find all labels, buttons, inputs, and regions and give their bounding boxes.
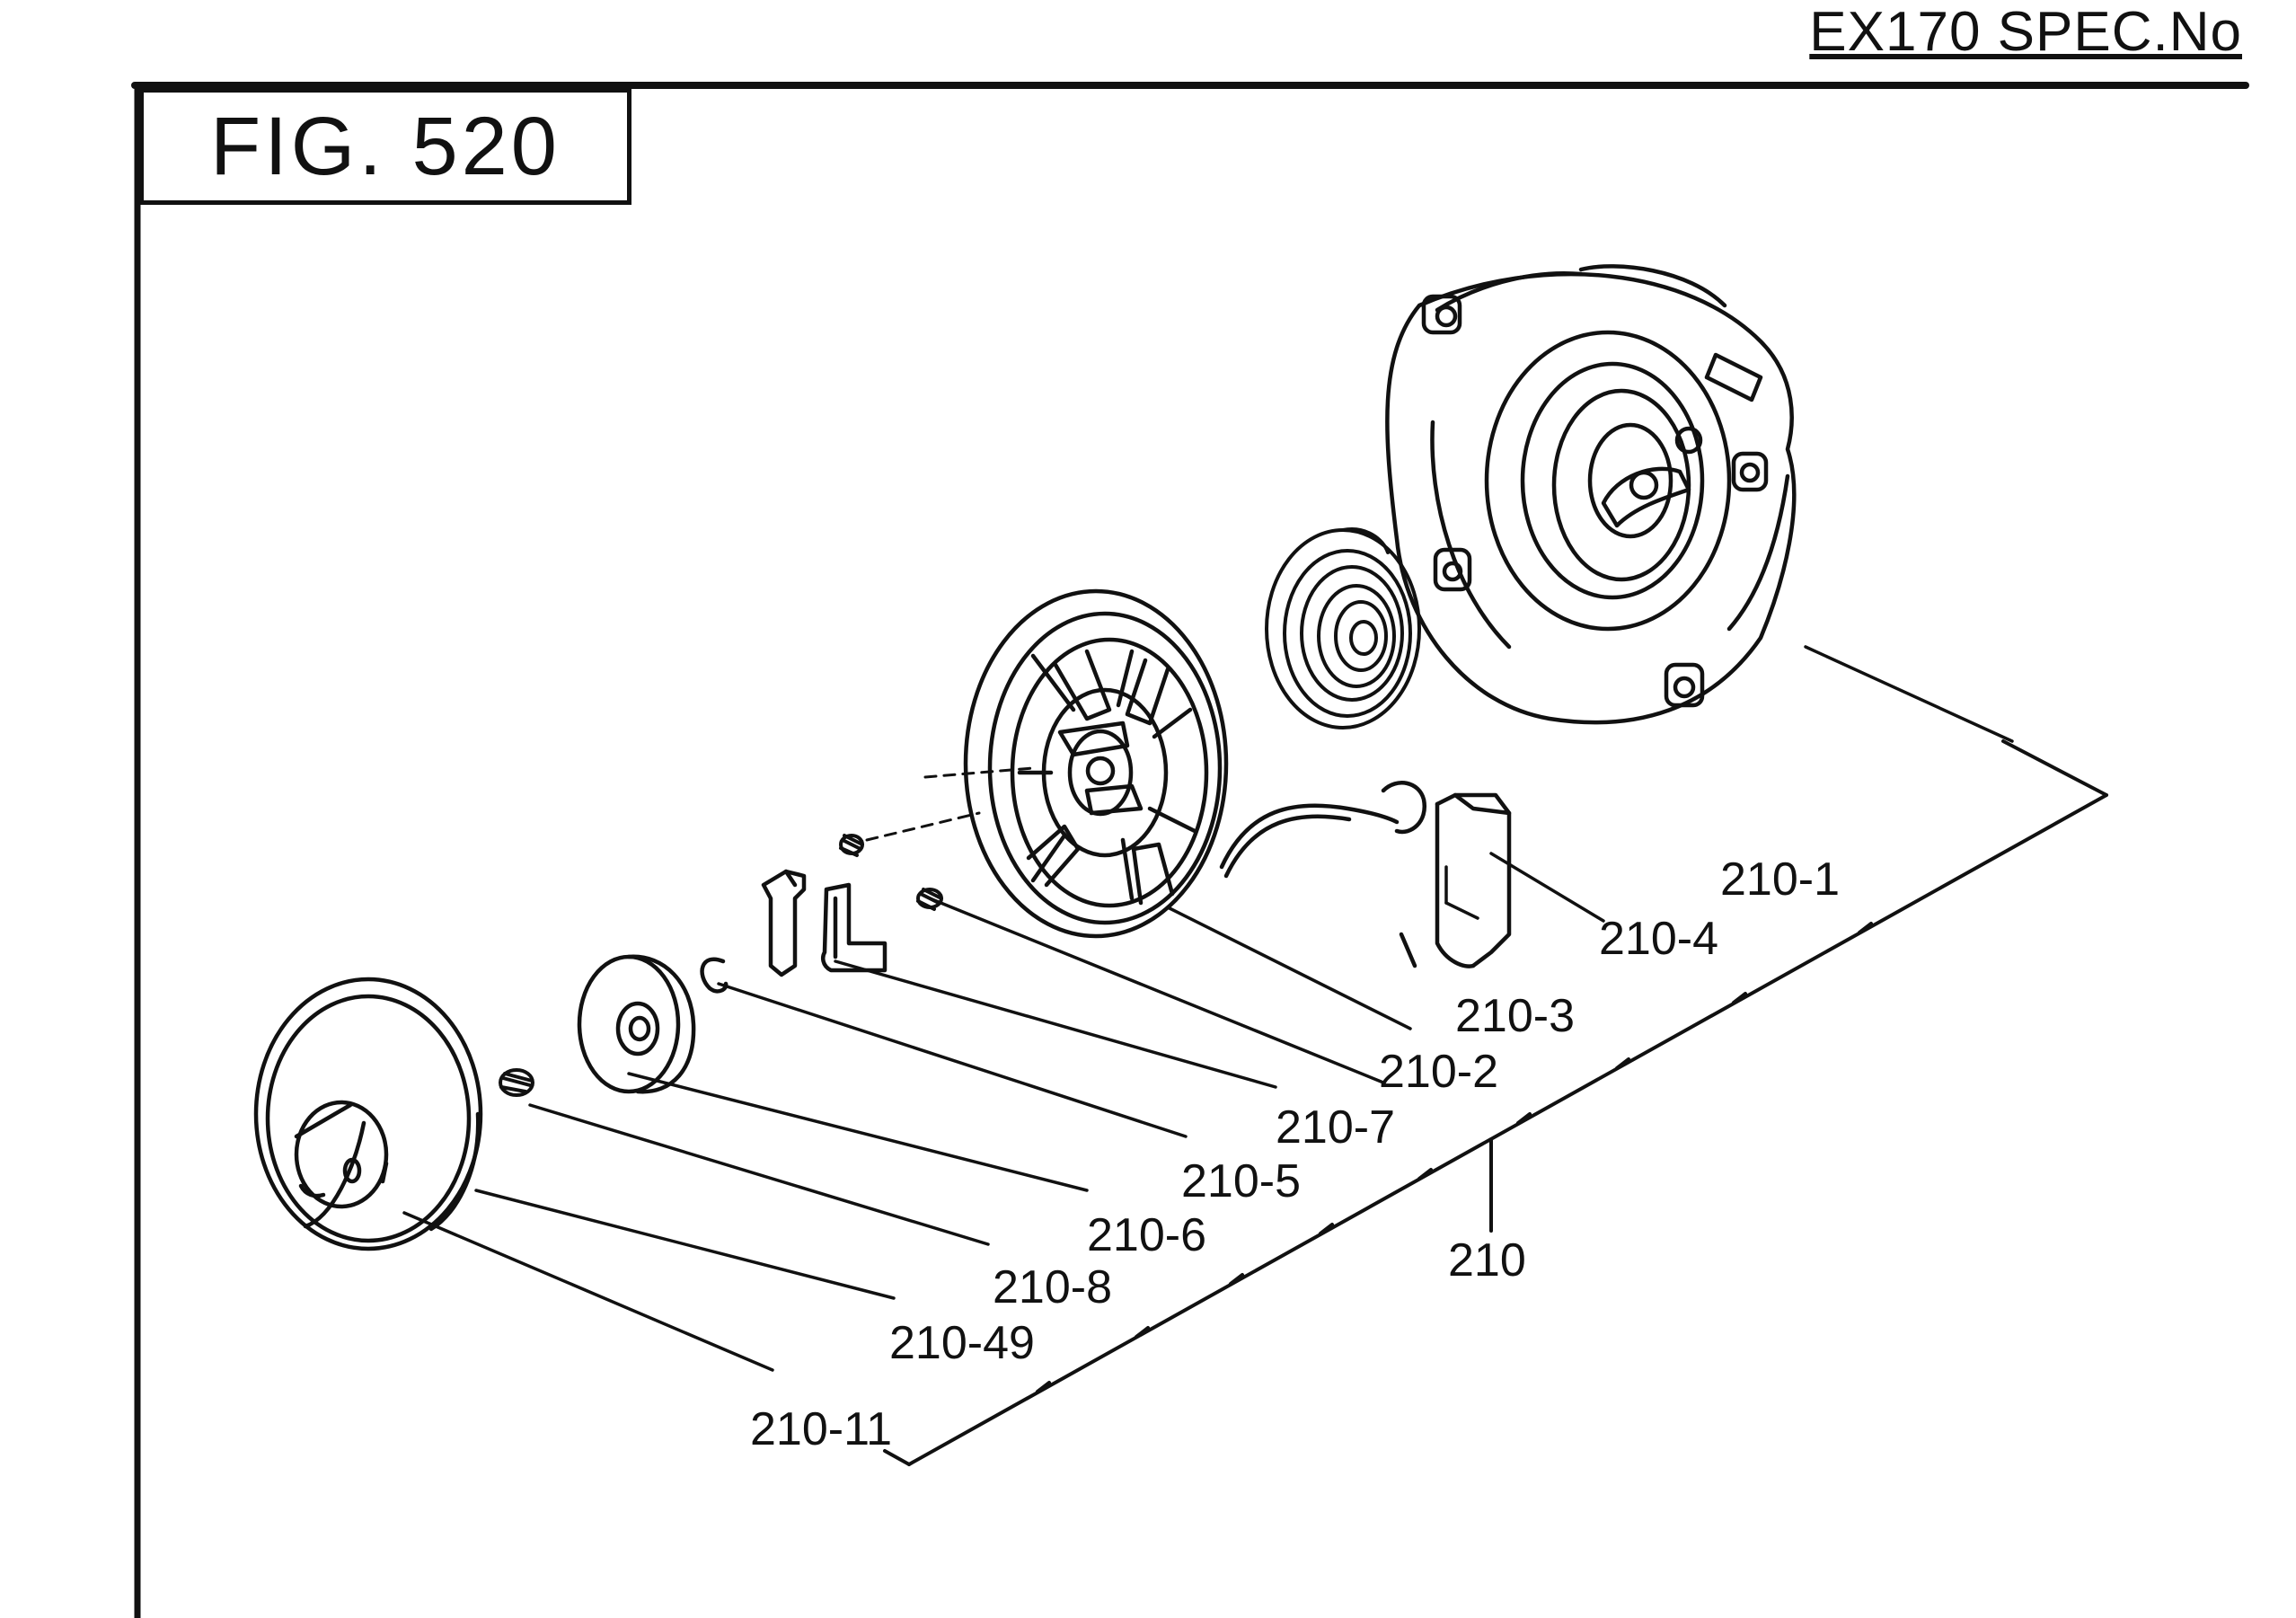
label-210: 210 bbox=[1448, 1234, 1526, 1286]
label-210-7: 210-7 bbox=[1276, 1101, 1395, 1154]
small-spring-part bbox=[916, 888, 943, 911]
label-210-6: 210-6 bbox=[1087, 1209, 1206, 1261]
clip-part bbox=[700, 957, 729, 994]
callout-labels: 210-1 210-4 210-3 210-2 210-7 210-5 210-… bbox=[750, 853, 1840, 1455]
label-210-11: 210-11 bbox=[750, 1403, 892, 1455]
starter-case-part bbox=[1385, 264, 1797, 725]
small-spring-2-part bbox=[839, 834, 864, 857]
rope-handle-part bbox=[1219, 781, 1512, 968]
ratchet-pawl-2-part bbox=[821, 882, 887, 973]
spec-header: EX170 SPEC.No bbox=[1809, 1, 2242, 63]
callout-baseline bbox=[883, 739, 2108, 1466]
label-210-49: 210-49 bbox=[889, 1317, 1035, 1369]
leader-lines bbox=[402, 645, 2014, 1372]
label-210-8: 210-8 bbox=[993, 1261, 1112, 1313]
label-210-1: 210-1 bbox=[1720, 853, 1840, 906]
label-210-3: 210-3 bbox=[1455, 990, 1575, 1042]
friction-plate-part bbox=[577, 954, 696, 1094]
figure-label: FIG. 520 bbox=[139, 88, 631, 205]
label-210-4: 210-4 bbox=[1599, 913, 1718, 965]
spiral-spring-part bbox=[1265, 527, 1421, 729]
label-210-2: 210-2 bbox=[1379, 1046, 1498, 1098]
nut-part bbox=[499, 1068, 534, 1097]
label-210-5: 210-5 bbox=[1181, 1155, 1301, 1207]
ratchet-pawl-part bbox=[761, 869, 807, 977]
starter-cup-part bbox=[253, 977, 483, 1251]
page-frame bbox=[131, 82, 2249, 1618]
pulley-part bbox=[963, 588, 1229, 939]
